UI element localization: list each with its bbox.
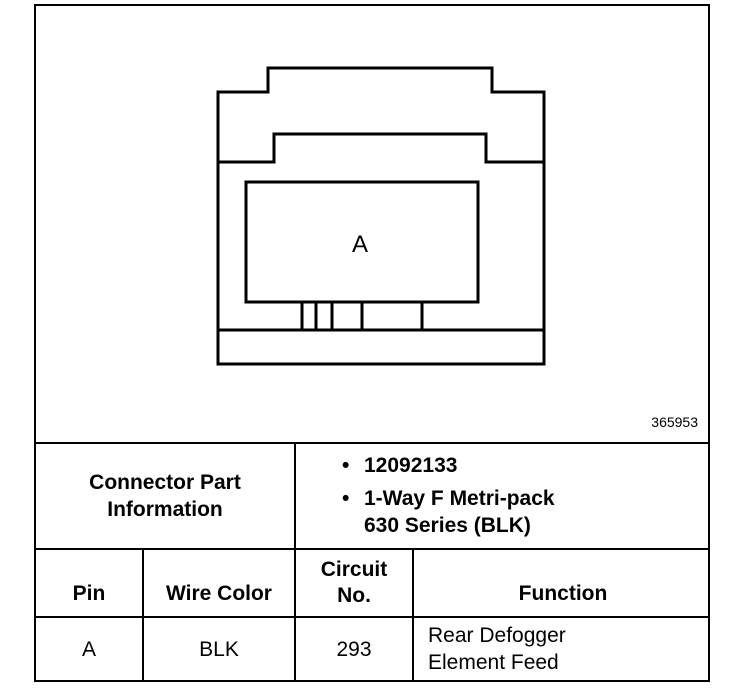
bullet-icon: • (342, 454, 350, 477)
connector-part-list: • 12092133 • 1-Way F Metri-pack 630 Seri… (336, 452, 555, 539)
figure-id: 365953 (651, 414, 698, 430)
connector-type: 1-Way F Metri-pack 630 Series (BLK) (364, 487, 555, 537)
connector-drawing: A (216, 66, 546, 366)
part-number-item: • 12092133 (336, 452, 555, 479)
connector-frame: A 365953 Connector Part Information • 12… (34, 4, 710, 682)
divider-diagram (36, 442, 708, 444)
row-wire-color: BLK (199, 638, 239, 661)
connector-inner-step (218, 132, 544, 164)
connector-housing-outline (216, 66, 546, 366)
divider-info (36, 548, 708, 550)
bullet-icon: • (342, 487, 350, 510)
header-wire-color: Wire Color (166, 582, 272, 605)
row-function: Rear Defogger Element Feed (428, 624, 566, 674)
divider-header (36, 616, 708, 618)
connector-part-label: Connector Part Information (89, 471, 241, 521)
header-pin: Pin (72, 582, 106, 605)
cavity-label: A (352, 231, 368, 258)
header-circuit-no: Circuit No. (320, 558, 388, 607)
row-pin: A (81, 638, 96, 661)
row-circuit-no: 293 (336, 638, 372, 661)
connector-diagram: A 365953 (36, 6, 712, 444)
connector-type-item: • 1-Way F Metri-pack 630 Series (BLK) (336, 485, 555, 539)
divider-col-info (294, 442, 296, 682)
divider-col-circuit (412, 548, 414, 682)
divider-col-pin (142, 548, 144, 682)
header-function: Function (518, 582, 608, 605)
part-number: 12092133 (364, 454, 458, 477)
connector-terminal-slots (300, 302, 424, 330)
